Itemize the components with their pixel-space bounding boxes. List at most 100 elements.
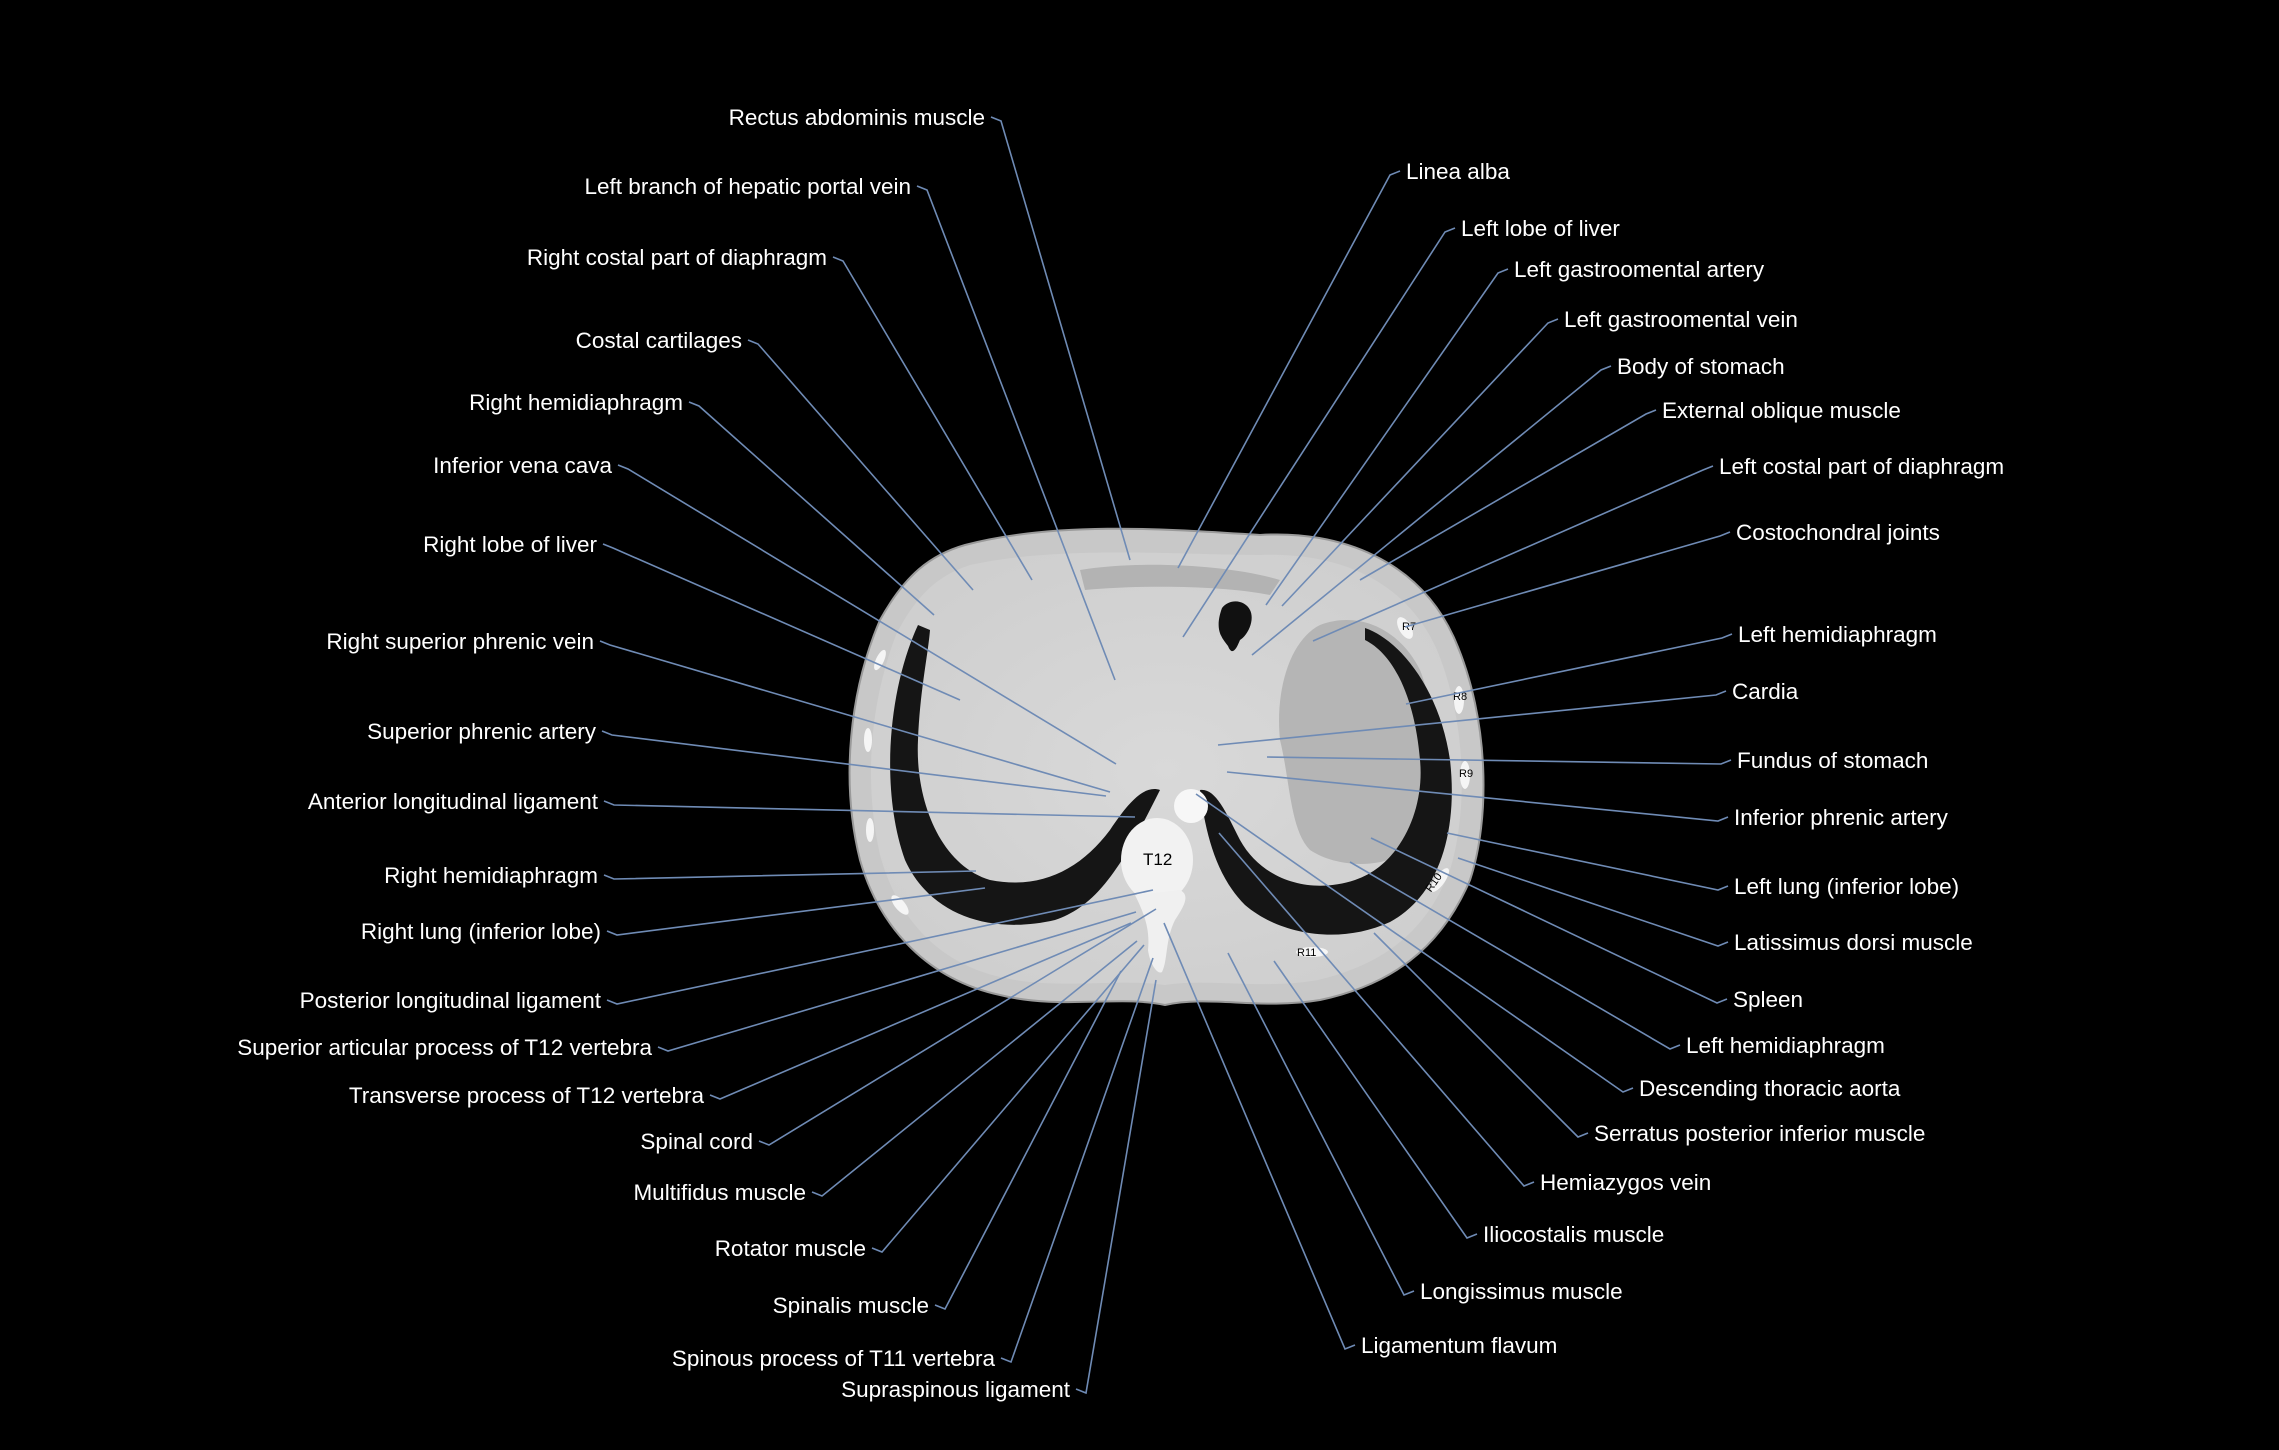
leader-line	[657, 911, 1137, 1052]
leader-line	[1404, 531, 1731, 628]
leader-line	[1251, 365, 1612, 656]
leader-line	[603, 870, 977, 880]
leader-line	[709, 922, 1132, 1100]
label-serratus-posterior-inferior-muscle: Serratus posterior inferior muscle	[1594, 1121, 1925, 1146]
rectus-band	[1080, 564, 1280, 595]
label-descending-thoracic-aorta: Descending thoracic aorta	[1639, 1076, 1901, 1101]
label-left-branch-of-hepatic-portal-vein: Left branch of hepatic portal vein	[585, 174, 911, 199]
leader-line	[1281, 318, 1559, 607]
leader-line	[617, 464, 1117, 765]
leader-line	[1217, 690, 1727, 746]
leader-line	[758, 908, 1157, 1146]
label-left-lobe-of-liver: Left lobe of liver	[1461, 216, 1620, 241]
leader-line	[1266, 756, 1732, 765]
label-inferior-phrenic-artery: Inferior phrenic artery	[1734, 805, 1949, 830]
rib-label-r7: R7	[1402, 621, 1416, 633]
leader-line	[606, 887, 986, 936]
leader-line	[1457, 857, 1729, 947]
leader-line	[1273, 960, 1478, 1239]
leader-line	[1000, 957, 1154, 1364]
label-linea-alba: Linea alba	[1406, 159, 1510, 184]
label-superior-articular-process-of-t12-vertebra: Superior articular process of T12 verteb…	[237, 1035, 652, 1060]
leader-line	[603, 800, 1136, 818]
stomach-gas	[1218, 601, 1252, 652]
left-lung	[1200, 628, 1452, 935]
leader-line	[1349, 861, 1681, 1050]
label-cardia: Cardia	[1732, 679, 1799, 704]
ribs	[864, 617, 1470, 957]
label-left-costal-part-of-diaphragm: Left costal part of diaphragm	[1719, 454, 2004, 479]
label-iliocostalis-muscle: Iliocostalis muscle	[1483, 1222, 1664, 1247]
label-right-costal-part-of-diaphragm: Right costal part of diaphragm	[527, 245, 827, 270]
stomach	[1279, 620, 1435, 864]
label-transverse-process-of-t12-vertebra: Transverse process of T12 vertebra	[349, 1083, 705, 1108]
leader-line	[916, 185, 1116, 681]
label-left-gastroomental-vein: Left gastroomental vein	[1564, 307, 1798, 332]
leader-line	[599, 640, 1111, 793]
leader-line	[1370, 837, 1728, 1004]
leader-line	[871, 944, 1145, 1253]
leader-line	[1373, 932, 1589, 1138]
leader-line	[747, 339, 974, 591]
leader-line	[1226, 771, 1729, 822]
label-costal-cartilages: Costal cartilages	[576, 328, 742, 353]
leader-line	[601, 730, 1107, 797]
leader-line	[1359, 409, 1657, 581]
leader-line	[1405, 633, 1733, 705]
label-fundus-of-stomach: Fundus of stomach	[1737, 748, 1928, 773]
label-latissimus-dorsi-muscle: Latissimus dorsi muscle	[1734, 930, 1973, 955]
label-right-hemidiaphragm: Right hemidiaphragm	[469, 390, 683, 415]
leader-line	[1446, 832, 1729, 891]
leader-line	[602, 543, 961, 701]
vertebral-body	[1121, 818, 1193, 902]
label-left-gastroomental-artery: Left gastroomental artery	[1514, 257, 1765, 282]
label-multifidus-muscle: Multifidus muscle	[633, 1180, 806, 1205]
leader-line	[1265, 268, 1509, 606]
label-spinalis-muscle: Spinalis muscle	[773, 1293, 929, 1318]
label-rotator-muscle: Rotator muscle	[715, 1236, 866, 1261]
label-left-hemidiaphragm: Left hemidiaphragm	[1738, 622, 1937, 647]
label-body-of-stomach: Body of stomach	[1617, 354, 1785, 379]
rib-label-r9: R9	[1459, 768, 1473, 780]
leader-line	[990, 116, 1131, 561]
label-costochondral-joints: Costochondral joints	[1736, 520, 1940, 545]
label-anterior-longitudinal-ligament: Anterior longitudinal ligament	[308, 789, 599, 814]
leader-line	[832, 256, 1033, 581]
label-right-hemidiaphragm: Right hemidiaphragm	[384, 863, 598, 888]
posterior-elements	[1135, 890, 1186, 973]
aorta	[1174, 789, 1208, 823]
leader-line	[1177, 170, 1401, 569]
rib-label-r11: R11	[1297, 947, 1316, 959]
label-inferior-vena-cava: Inferior vena cava	[433, 453, 612, 478]
leader-line	[934, 970, 1122, 1311]
label-external-oblique-muscle: External oblique muscle	[1662, 398, 1901, 423]
label-right-superior-phrenic-vein: Right superior phrenic vein	[326, 629, 594, 654]
label-spinous-process-of-t11-vertebra: Spinous process of T11 vertebra	[672, 1346, 996, 1371]
leader-line	[688, 401, 935, 616]
label-spinal-cord: Spinal cord	[640, 1129, 753, 1154]
vertebra-label: T12	[1143, 850, 1172, 869]
label-posterior-longitudinal-ligament: Posterior longitudinal ligament	[300, 988, 602, 1013]
label-left-lung-inferior-lobe: Left lung (inferior lobe)	[1734, 874, 1959, 899]
label-right-lung-inferior-lobe: Right lung (inferior lobe)	[361, 919, 601, 944]
leader-line	[1312, 465, 1714, 642]
label-hemiazygos-vein: Hemiazygos vein	[1540, 1170, 1711, 1195]
leader-line	[1218, 832, 1535, 1187]
label-supraspinous-ligament: Supraspinous ligament	[841, 1377, 1071, 1402]
leader-lines	[599, 116, 1733, 1395]
label-ligamentum-flavum: Ligamentum flavum	[1361, 1333, 1557, 1358]
label-left-hemidiaphragm: Left hemidiaphragm	[1686, 1033, 1885, 1058]
label-right-lobe-of-liver: Right lobe of liver	[423, 532, 597, 557]
label-rectus-abdominis-muscle: Rectus abdominis muscle	[729, 105, 985, 130]
label-longissimus-muscle: Longissimus muscle	[1420, 1279, 1623, 1304]
leader-line	[1163, 922, 1356, 1351]
leader-line	[1227, 952, 1415, 1297]
right-lung	[890, 625, 1160, 925]
label-superior-phrenic-artery: Superior phrenic artery	[367, 719, 597, 744]
label-spleen: Spleen	[1733, 987, 1803, 1012]
leader-line	[811, 940, 1138, 1197]
leader-line	[1075, 979, 1157, 1395]
